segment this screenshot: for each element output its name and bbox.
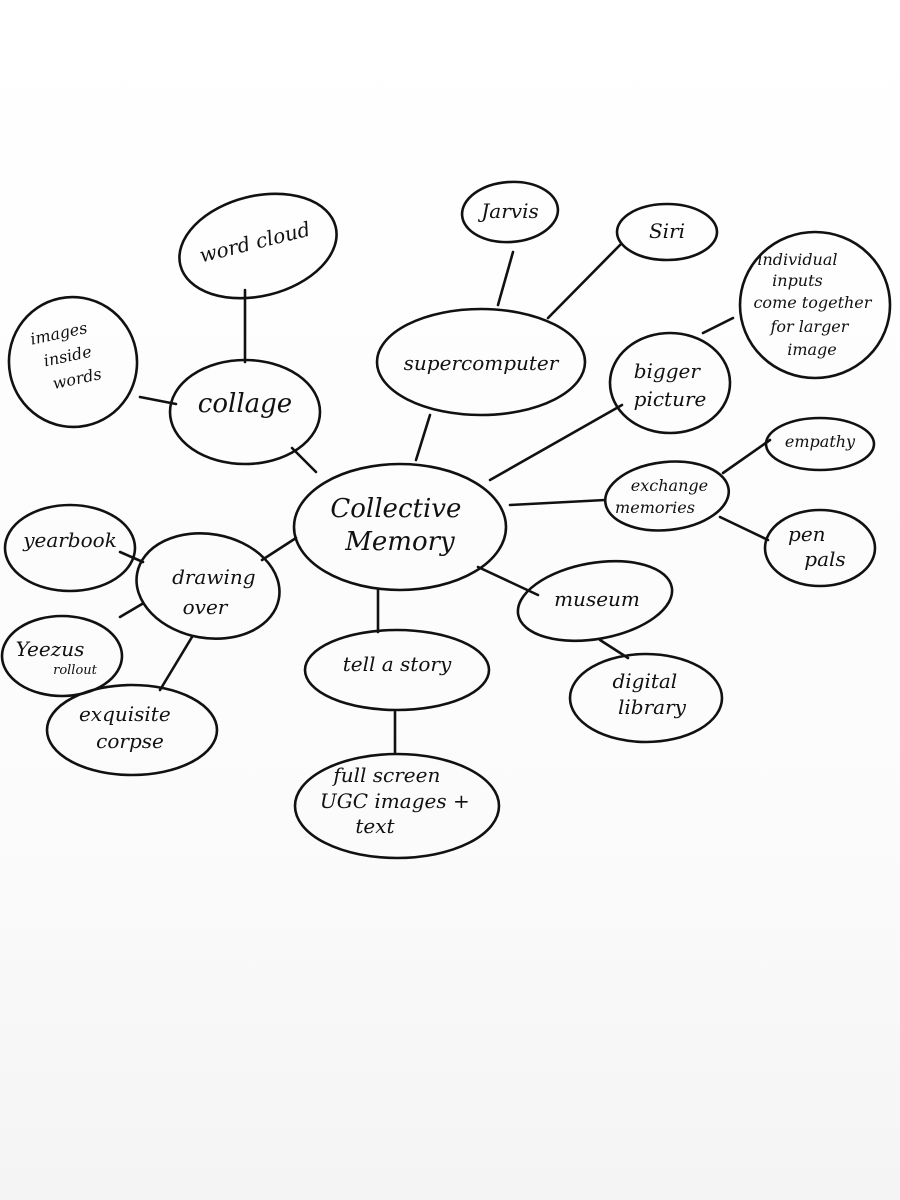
label-full-screen: full screen UGC images + text [320,763,476,838]
connector-center-supercomputer [414,413,432,462]
label-drawing-over: drawing over [172,565,262,619]
bubble-collective-memory [292,462,508,592]
label-yeezus: Yeezus [16,637,85,661]
connector-supercomputer-jarvis [496,250,515,307]
bubble-bigger-picture [608,331,732,435]
label-collective-memory: Collective Memory [330,494,469,557]
connector-drawing-yeezus [118,602,144,619]
connector-center-exchange-memories [508,498,607,507]
bubble-images-inside-words [7,295,139,429]
bubble-collage [168,358,322,466]
connector-bigger-picture-individual-inputs [701,316,735,335]
bubble-supercomputer [375,307,587,417]
bubble-exchange-memories [603,460,731,532]
bubble-word-cloud [178,192,338,300]
label-tell-a-story: tell a story [343,652,452,676]
label-exchange-memories: exchange memories [615,476,713,517]
connectors [118,243,772,754]
label-exquisite-corpse: exquisite corpse [79,702,177,753]
bubble-siri [615,202,719,262]
connector-exchange-pen-pals [718,515,770,542]
bubble-full-screen [293,752,501,860]
bubbles [0,180,892,860]
label-siri: Siri [649,219,685,243]
label-jarvis: Jarvis [477,199,538,223]
bubble-digital-library [568,652,724,744]
connector-center-drawing-over [260,536,298,562]
label-yearbook: yearbook [22,528,117,552]
connector-center-collage [290,446,318,474]
bubble-tell-a-story [303,628,491,712]
label-pen-pals: pen pals [788,522,846,571]
label-collage: collage [198,389,292,419]
connector-exchange-empathy [721,438,772,475]
label-digital-library: digital library [612,669,686,719]
connector-supercomputer-siri [546,243,622,320]
connector-drawing-yearbook [118,550,145,564]
label-empathy: empathy [785,432,856,451]
label-bigger-picture: bigger picture [634,359,707,411]
label-individual-inputs: individual inputs come together for larg… [753,250,876,359]
label-images-inside-words: images inside words [28,317,103,396]
bubble-yearbook [3,503,137,593]
label-yeezus-rollout: rollout [53,663,98,678]
bubble-yeezus [0,614,124,698]
connector-drawing-exquisite-corpse [158,635,194,692]
label-supercomputer: supercomputer [404,351,560,375]
bubble-drawing-over [135,531,281,641]
label-museum: museum [554,587,640,611]
bubble-pen-pals [763,508,877,588]
connector-center-bigger-picture [488,403,624,482]
bubble-individual-inputs [738,230,892,380]
labels: Collective Memory supercomputer Jarvis S… [16,199,876,838]
label-word-cloud: word cloud [197,216,313,267]
bubble-jarvis [460,180,560,244]
bubble-museum [516,559,674,643]
bubble-empathy [764,416,876,472]
bubble-exquisite-corpse [45,683,219,777]
